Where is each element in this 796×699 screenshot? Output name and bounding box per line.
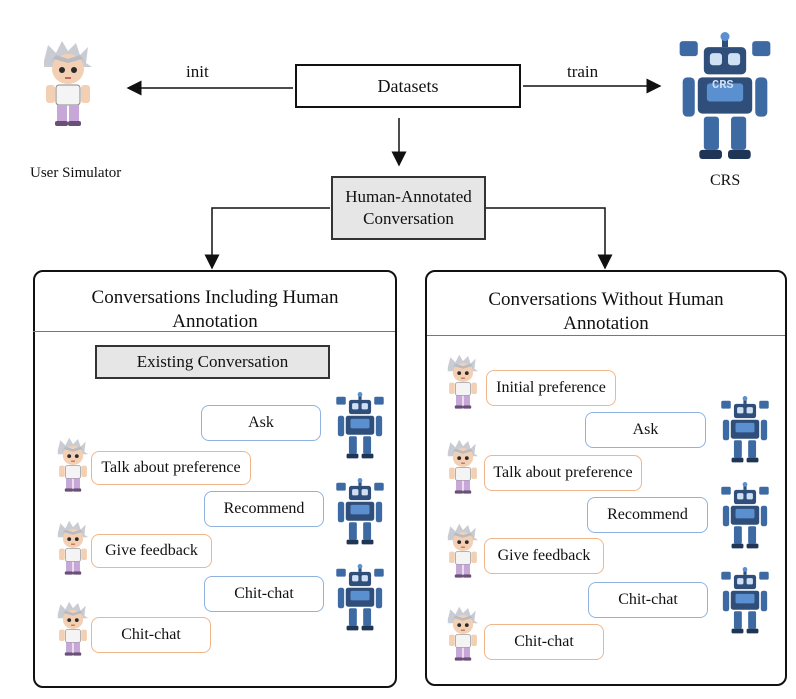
robot-icon [721, 482, 769, 549]
datasets-box: Datasets [295, 64, 521, 108]
right-bubble-chit-chat: Chit-chat [588, 582, 708, 618]
human-annotated-line2: Conversation [363, 209, 454, 228]
left-bubble-chit-chat: Chit-chat [204, 576, 324, 612]
left-panel-title-line2: Annotation [172, 311, 258, 332]
right-bubble-recommend: Recommend [587, 497, 708, 533]
right-bubble-chit-chat-user: Chit-chat [484, 624, 604, 660]
right-bubble-initial-preference: Initial preference [486, 370, 616, 406]
user-icon [447, 606, 479, 661]
right-bubble-ask: Ask [585, 412, 706, 448]
crs-badge: CRS [712, 78, 734, 92]
right-bubble-talk-about-preference: Talk about preference [484, 455, 642, 491]
robot-icon [721, 567, 769, 634]
left-bubble-ask: Ask [201, 405, 321, 441]
left-bubble-recommend: Recommend [204, 491, 324, 527]
human-annotated-conversation-box: Human-Annotated Conversation [331, 176, 486, 240]
robot-icon [336, 392, 384, 459]
right-panel-divider [427, 335, 785, 336]
user-icon [57, 437, 89, 492]
user-simulator-label: User Simulator [30, 165, 122, 181]
train-label: train [567, 62, 599, 81]
init-label: init [186, 62, 209, 81]
right-panel-title-line1: Conversations Without Human [488, 289, 724, 310]
annotated-to-right-arrow [486, 207, 613, 270]
human-annotated-line1: Human-Annotated [345, 187, 472, 206]
user-icon [447, 439, 479, 494]
crs-robot-icon [679, 32, 771, 159]
existing-conversation-label: Existing Conversation [136, 352, 289, 371]
left-bubble-give-feedback: Give feedback [91, 534, 212, 568]
right-panel-title-line2: Annotation [563, 313, 649, 334]
left-panel-title-line1: Conversations Including Human [91, 287, 339, 308]
user-icon [57, 520, 89, 575]
left-bubble-chit-chat-user: Chit-chat [91, 617, 211, 653]
user-simulator-icon [43, 40, 93, 127]
datasets-label: Datasets [377, 75, 439, 96]
left-panel-divider [33, 331, 395, 332]
user-icon [447, 523, 479, 578]
robot-icon [336, 564, 384, 631]
right-bubble-give-feedback: Give feedback [484, 538, 604, 574]
user-icon [57, 601, 89, 656]
left-bubble-talk-about-preference: Talk about preference [91, 451, 251, 485]
user-icon [447, 354, 479, 409]
existing-conversation-box: Existing Conversation [95, 345, 330, 379]
annotated-to-left-arrow [204, 207, 330, 270]
robot-icon [721, 396, 769, 463]
crs-label: CRS [710, 172, 741, 189]
robot-icon [336, 478, 384, 545]
